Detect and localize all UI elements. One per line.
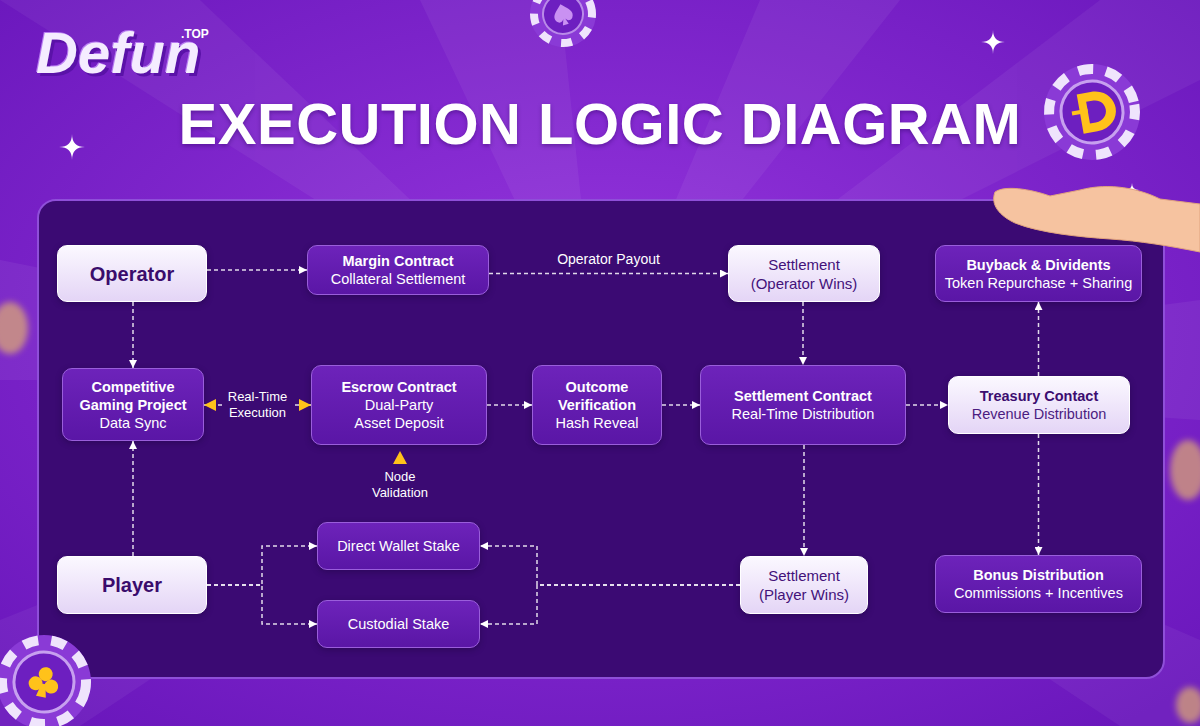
logo-wordmark: Defun bbox=[36, 22, 200, 84]
edge-label: Operator Payout bbox=[557, 250, 660, 267]
stake-box: Custodial Stake bbox=[317, 600, 480, 648]
node-body: Revenue Distribution bbox=[972, 405, 1107, 423]
poker-chip bbox=[1036, 56, 1147, 167]
logo-domain: .TOP bbox=[181, 27, 209, 41]
node-body: Hash Reveal bbox=[555, 414, 638, 432]
flow-connector bbox=[802, 302, 804, 365]
diagram-title: EXECUTION LOGIC DIAGRAM bbox=[0, 94, 1200, 154]
flow-connector bbox=[480, 585, 740, 624]
edge-label: Real-Time Execution bbox=[222, 389, 294, 421]
flow-connector bbox=[207, 269, 307, 271]
flow-connector bbox=[803, 445, 805, 556]
node-body: Token Repurchase + Sharing bbox=[945, 274, 1132, 292]
poker-chip bbox=[0, 626, 100, 726]
node-text: Operator bbox=[90, 262, 174, 286]
flow-connector bbox=[487, 404, 532, 406]
node-body: Collateral Settlement bbox=[331, 270, 466, 288]
node-body: Commissions + Incentives bbox=[954, 584, 1123, 602]
node-heading: Outcome Verification bbox=[541, 378, 653, 414]
poker-chip bbox=[523, 0, 604, 54]
contract-box: Settlement ContractReal-Time Distributio… bbox=[700, 365, 906, 445]
node-heading: Bonus Distribution bbox=[973, 566, 1104, 584]
node-body: Real-Time Distribution bbox=[732, 405, 875, 423]
node-text: Direct Wallet Stake bbox=[337, 537, 460, 555]
flow-connector bbox=[662, 404, 700, 406]
node-heading: Margin Contract bbox=[342, 252, 453, 270]
stake-box: Direct Wallet Stake bbox=[317, 522, 480, 570]
flow-connector bbox=[132, 441, 134, 556]
contract-box: Escrow ContractDual-Party Asset Deposit bbox=[311, 365, 487, 445]
flow-connector bbox=[207, 546, 317, 585]
node-heading: Settlement Contract bbox=[734, 387, 872, 405]
hand bbox=[994, 187, 1200, 252]
node-text: Settlement (Operator Wins) bbox=[745, 255, 863, 293]
node-body: Dual-Party Asset Deposit bbox=[346, 396, 452, 432]
node-heading: Competitive Gaming Project bbox=[71, 378, 195, 414]
contract-box: Treasury ContactRevenue Distribution bbox=[948, 376, 1130, 434]
result-box: Settlement (Operator Wins) bbox=[728, 245, 880, 302]
process-box: Bonus DistributionCommissions + Incentiv… bbox=[935, 555, 1142, 613]
process-box: Buyback & DividentsToken Repurchase + Sh… bbox=[935, 245, 1142, 302]
node-heading: Escrow Contract bbox=[341, 378, 456, 396]
node-heading: Treasury Contact bbox=[980, 387, 1098, 405]
node-heading: Buyback & Dividents bbox=[966, 256, 1110, 274]
contract-box: Margin ContractCollateral Settlement bbox=[307, 245, 489, 295]
node-text: Custodial Stake bbox=[348, 615, 450, 633]
node-text: Player bbox=[102, 573, 162, 597]
result-box: Settlement (Player Wins) bbox=[740, 556, 868, 614]
flow-connector bbox=[207, 585, 317, 624]
flow-connector bbox=[1038, 302, 1040, 376]
process-box: Competitive Gaming ProjectData Sync bbox=[62, 368, 204, 441]
actor-box: Operator bbox=[57, 245, 207, 302]
flow-connector bbox=[480, 546, 740, 585]
node-text: Settlement (Player Wins) bbox=[754, 566, 854, 604]
flow-connector bbox=[906, 404, 948, 406]
flow-connector bbox=[489, 273, 728, 275]
validation-marker bbox=[393, 451, 407, 464]
flow-connector bbox=[1038, 434, 1040, 555]
annotation: Node Validation bbox=[355, 469, 445, 501]
actor-box: Player bbox=[57, 556, 207, 614]
flow-connector bbox=[132, 302, 134, 368]
blurred-coin bbox=[0, 302, 1200, 723]
process-box: Outcome VerificationHash Reveal bbox=[532, 365, 662, 445]
diagram-panel bbox=[38, 200, 1164, 678]
node-body: Data Sync bbox=[100, 414, 167, 432]
